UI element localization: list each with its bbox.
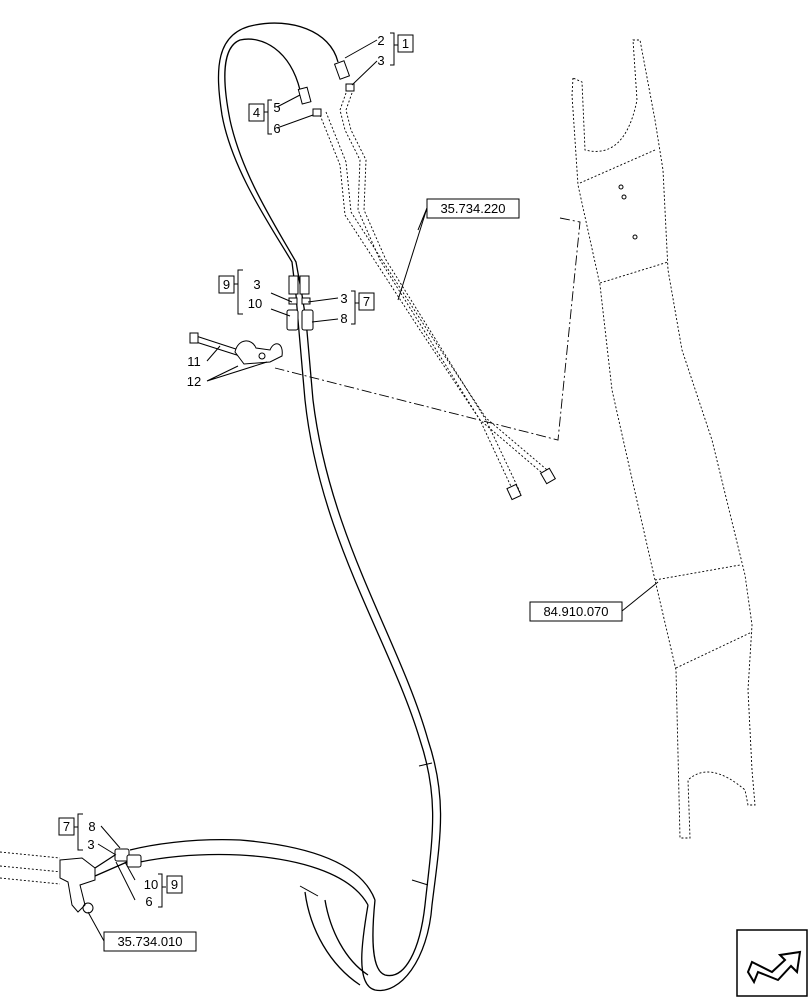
callout-group-9-bot: 10 6 9 — [144, 873, 183, 909]
reference-label: 84.910.070 — [543, 604, 608, 619]
top-couplings — [297, 60, 355, 117]
reference-35-734-220[interactable]: 35.734.220 — [426, 198, 520, 219]
callout-3-mid-right: 3 — [340, 291, 347, 306]
callout-12: 12 — [187, 374, 201, 389]
callout-6-top: 6 — [273, 121, 280, 136]
callout-7-bot: 7 — [63, 819, 70, 834]
callout-4: 4 — [253, 105, 260, 120]
mounting-frame-outline — [571, 39, 756, 839]
callout-11: 11 — [187, 354, 201, 369]
reference-84-910-070[interactable]: 84.910.070 — [529, 601, 623, 622]
hose-loop-assembly — [129, 22, 442, 992]
callout-8-bot: 8 — [88, 819, 95, 834]
reference-label: 35.734.220 — [440, 201, 505, 216]
leader-lines — [87, 39, 659, 942]
callout-group-4: 4 5 6 — [248, 99, 281, 136]
callout-7-mid: 7 — [363, 294, 370, 309]
steel-pipes — [319, 92, 557, 501]
callout-group-1: 2 3 1 — [377, 32, 414, 68]
reference-35-734-010[interactable]: 35.734.010 — [103, 931, 197, 952]
callout-10-mid: 10 — [248, 296, 262, 311]
callout-2: 2 — [377, 33, 384, 48]
callout-6-bot: 6 — [145, 894, 152, 909]
valve-block — [0, 848, 142, 914]
reference-label: 35.734.010 — [117, 934, 182, 949]
callout-group-7-mid: 3 8 7 — [340, 290, 375, 326]
callout-9-mid: 9 — [223, 277, 230, 292]
callout-3-mid-left: 3 — [253, 277, 260, 292]
callout-3-bot: 3 — [87, 837, 94, 852]
callout-10-bot: 10 — [144, 877, 158, 892]
next-page-arrow-icon[interactable] — [736, 929, 808, 997]
callout-5: 5 — [273, 100, 280, 115]
mid-couplings — [286, 275, 314, 331]
callout-9-bot: 9 — [171, 877, 178, 892]
callout-8-mid: 8 — [340, 311, 347, 326]
callout-1: 1 — [402, 36, 409, 51]
callout-group-7-bot: 7 8 3 — [58, 813, 96, 852]
callout-group-clamp: 11 12 — [187, 354, 201, 389]
relation-line — [274, 217, 581, 441]
clamp-and-bolt — [189, 332, 283, 365]
callout-3-top: 3 — [377, 53, 384, 68]
callout-group-9-mid: 9 3 10 — [218, 269, 262, 315]
